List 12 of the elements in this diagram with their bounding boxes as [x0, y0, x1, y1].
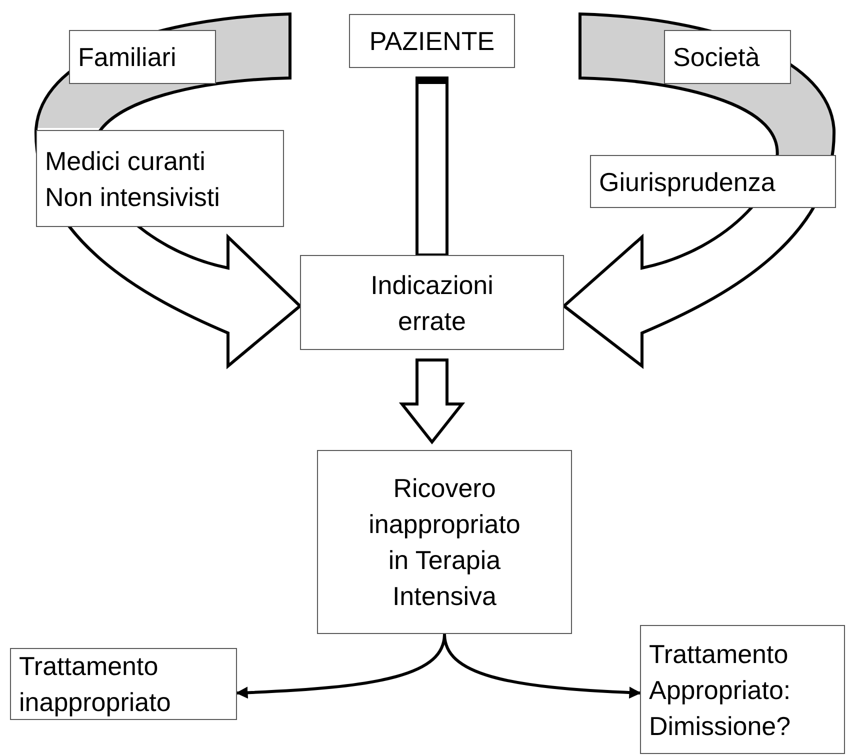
text-box: Medici curanti Non intensivisti	[36, 130, 284, 227]
block-arrow	[416, 76, 448, 256]
text-box: Società	[664, 30, 791, 84]
text-box: PAZIENTE	[349, 14, 515, 68]
text-box: Familiari	[69, 30, 216, 84]
arrow	[443, 634, 642, 698]
text-box: Indicazioni errate	[300, 255, 564, 350]
text-box: Trattamento inappropriato	[10, 648, 237, 720]
text-box: Ricovero inappropriato in Terapia Intensiva	[317, 450, 572, 634]
block-arrow	[398, 358, 466, 444]
text-box: Trattamento Appropriato: Dimissione?	[640, 625, 845, 754]
text-box: Giurisprudenza	[590, 155, 836, 208]
